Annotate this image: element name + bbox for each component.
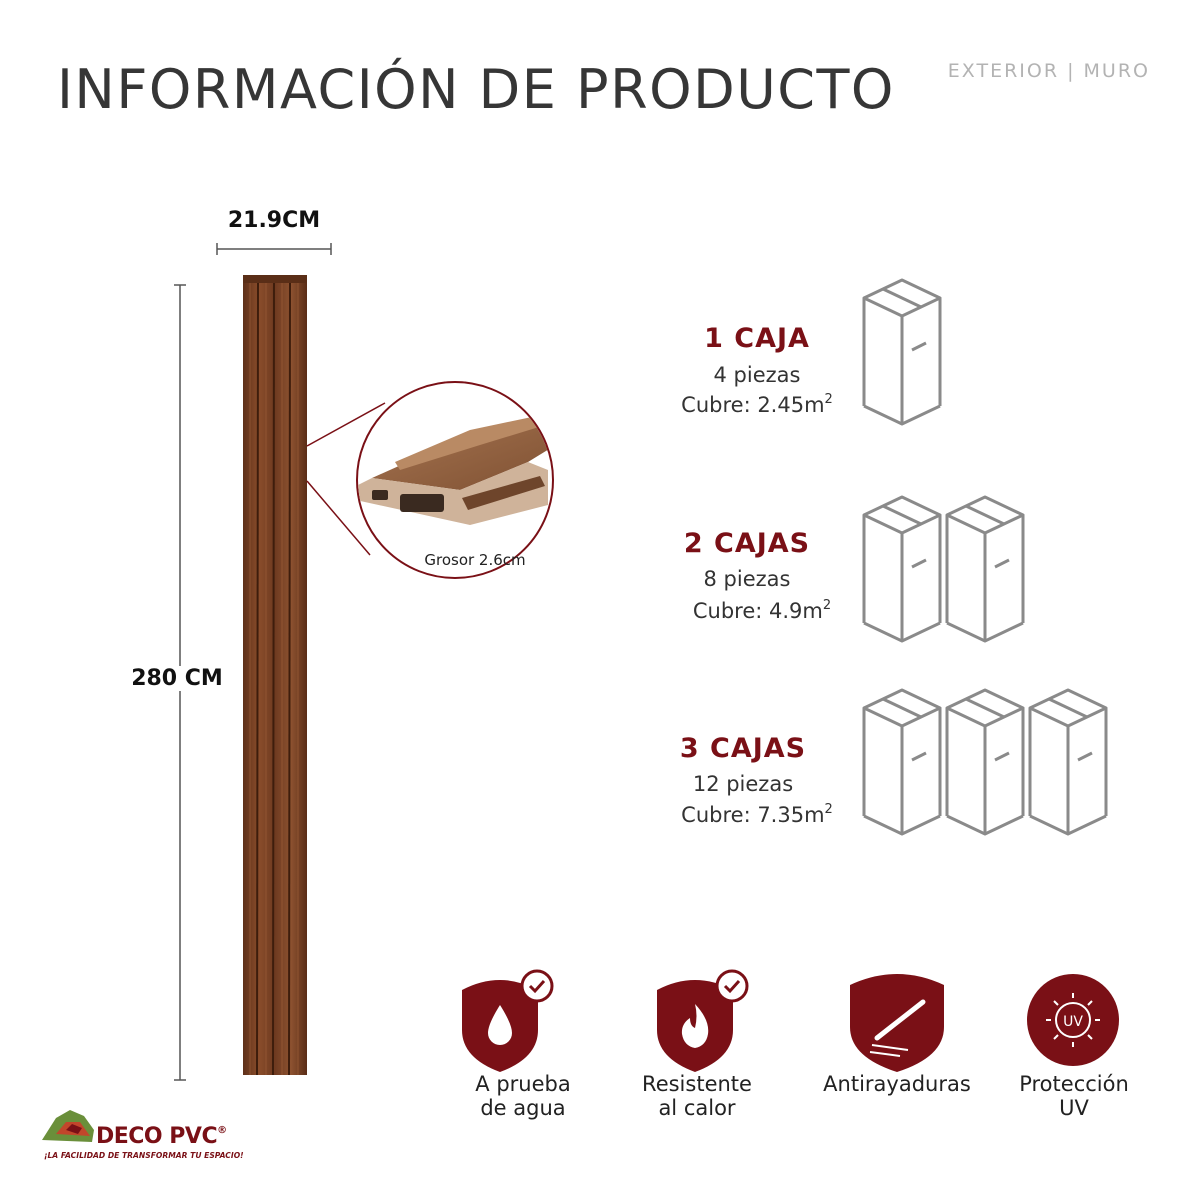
profile-zoom-circle [356,381,554,579]
brand-slogan: ¡LA FACILIDAD DE TRANSFORMAR TU ESPACIO! [44,1151,244,1160]
box-option-cover: Cubre: 7.35m2 [681,802,833,827]
flame-icon [657,969,749,1072]
brand-name: DECO PVC® [96,1124,227,1149]
zoom-callout-lines [306,402,386,556]
knife-icon [850,974,944,1072]
wood-panel [243,274,307,1076]
water-drop-icon [462,969,554,1072]
width-dimension-line [216,243,332,255]
box-option-cover: Cubre: 2.45m2 [681,392,833,417]
height-label: 280 CM [122,666,232,691]
uv-icon: UV [1027,974,1119,1066]
feature-scratch-resistant: Antirayaduras [823,1072,971,1096]
box-option-title: 3 CAJAS [679,733,807,764]
box-option-title: 1 CAJA [704,323,810,354]
page-title: INFORMACIÓN DE PRODUCTO [57,58,895,121]
width-label: 21.9CM [227,208,321,233]
thickness-label: Grosor 2.6cm [424,551,526,569]
box-option-pieces: 8 piezas [703,567,791,591]
box-option-pieces: 4 piezas [713,363,801,387]
box-option-cover: Cubre: 4.9m2 [692,598,832,623]
box-option-title: 2 CAJAS [683,528,811,559]
brand-logo-icon [42,1110,94,1142]
category-tag: EXTERIOR | MURO [947,60,1150,82]
box-option-pieces: 12 piezas [692,772,794,796]
svg-text:UV: UV [1063,1014,1083,1030]
